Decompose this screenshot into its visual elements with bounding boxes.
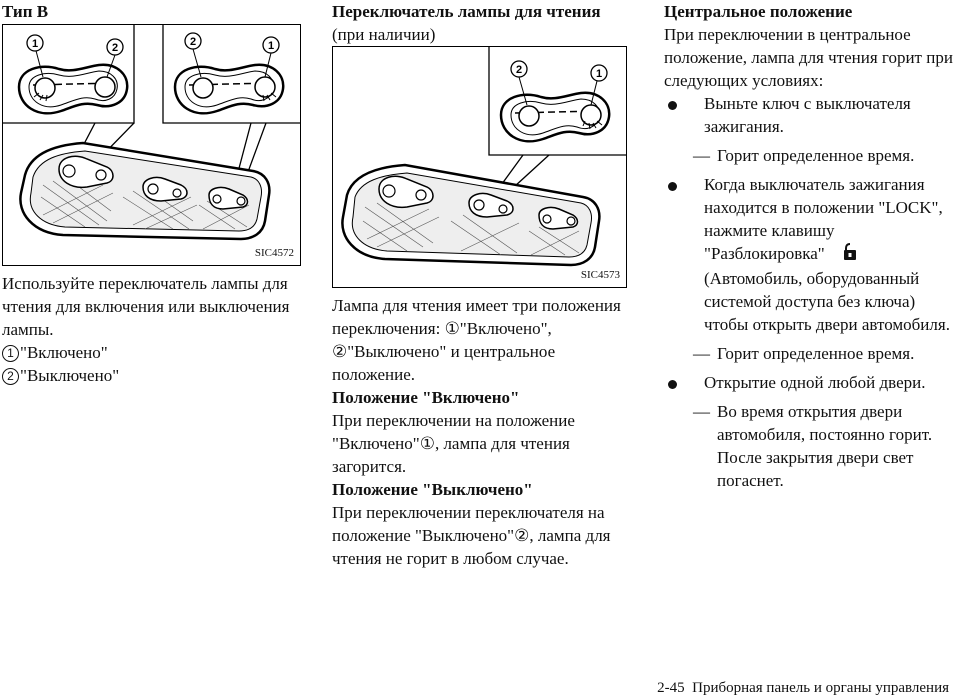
- callout-1: 1: [590, 64, 608, 82]
- svg-text:2: 2: [516, 64, 522, 76]
- unlock-icon: [843, 243, 857, 267]
- figure-sic4572: 1 2 2 1 SIC4572: [2, 24, 301, 266]
- bullet-item: Открытие одной любой двери.: [664, 371, 954, 394]
- off-heading: Положение "Выключено": [332, 480, 533, 499]
- page-footer: 2-45 Приборная панель и органы управлени…: [657, 680, 949, 697]
- figure-code: SIC4573: [580, 269, 620, 281]
- column-middle-text: Лампа для чтения имеет три положения пер…: [332, 294, 628, 570]
- svg-text:1: 1: [596, 68, 602, 80]
- center-heading: Центральное положение: [664, 2, 853, 21]
- number-badge: 1: [2, 345, 19, 362]
- callout-1-right: 1: [262, 36, 280, 54]
- figure-sic4573: 2 1 SIC4573: [332, 46, 627, 288]
- callout-2: 2: [510, 60, 528, 78]
- usage-text: Используйте переключатель лампы для чтен…: [2, 274, 290, 339]
- callout-2-left: 2: [106, 38, 124, 56]
- dash-mark: —: [693, 402, 710, 421]
- reading-lamp-heading: Переключатель лампы для чтения (при нали…: [332, 2, 601, 44]
- item-on: 1"Включено": [2, 341, 302, 364]
- reading-lamp-illustration: 2 1: [341, 47, 626, 267]
- svg-text:2: 2: [190, 36, 196, 48]
- column-middle: Переключатель лампы для чтения (при нали…: [332, 0, 628, 46]
- column-left-text: Используйте переключатель лампы для чтен…: [2, 272, 302, 387]
- item-off: 2"Выключено": [2, 364, 302, 387]
- dash-mark: —: [693, 146, 710, 165]
- off-text: При переключении переключателя на положе…: [332, 503, 611, 568]
- svg-text:1: 1: [32, 38, 38, 50]
- column-left: Тип B: [2, 0, 302, 23]
- number-badge: 2: [2, 368, 19, 385]
- column-right: Центральное положение При переключении в…: [664, 0, 954, 498]
- callout-1-left: 1: [26, 34, 44, 52]
- type-b-heading: Тип B: [2, 2, 49, 21]
- callout-2-right: 2: [184, 32, 202, 50]
- figure-code: SIC4572: [254, 247, 294, 259]
- dash-mark: —: [693, 344, 710, 363]
- bullet-dot: [668, 380, 677, 389]
- lamp-type-b-illustration: 1 2 2 1: [3, 25, 300, 241]
- dash-item: — Горит определенное время.: [693, 146, 915, 165]
- intro-text: Лампа для чтения имеет три положения пер…: [332, 296, 621, 384]
- center-intro: При переключении в центральное положение…: [664, 25, 953, 90]
- dash-item: — Во время открытия двери автомобиля, по…: [693, 402, 933, 490]
- on-text: При переключении на положение "Включено"…: [332, 411, 575, 476]
- bullet-dot: [668, 182, 677, 191]
- page-number: 2-45: [657, 680, 685, 696]
- bullet-item: Выньте ключ с выключателя зажигания.: [664, 92, 954, 138]
- on-heading: Положение "Включено": [332, 388, 520, 407]
- svg-text:1: 1: [268, 40, 274, 52]
- svg-text:2: 2: [112, 42, 118, 54]
- bullet-dot: [668, 101, 677, 110]
- section-title: Приборная панель и органы управления: [692, 680, 949, 696]
- dash-item: — Горит определенное время.: [693, 344, 915, 363]
- bullet-item: Когда выключатель зажигания находится в …: [664, 173, 954, 336]
